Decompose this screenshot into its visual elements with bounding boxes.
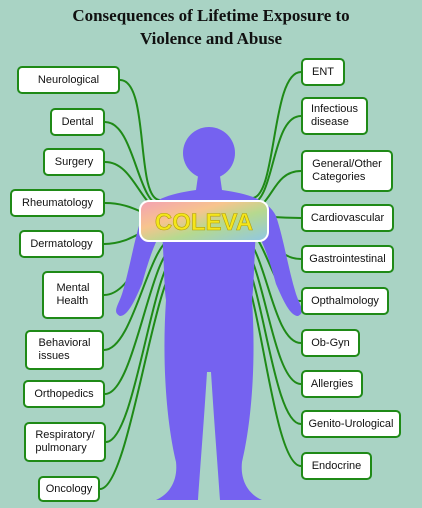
figure-body: [116, 176, 302, 500]
category-box-oncology: Oncology: [38, 476, 100, 502]
title-line-1: Consequences of Lifetime Exposure to: [72, 6, 350, 25]
category-box-surgery: Surgery: [43, 148, 105, 176]
category-box-ob-gyn: Ob-Gyn: [301, 329, 360, 357]
category-box-dermatology: Dermatology: [19, 230, 104, 258]
category-box-genito-urological: Genito-Urological: [301, 410, 401, 438]
category-box-endocrine: Endocrine: [301, 452, 372, 480]
coleva-label: COLEVA: [155, 209, 253, 236]
title-line-2: Violence and Abuse: [139, 29, 282, 48]
right-connector-1: [251, 71, 302, 199]
category-box-respiratory-pulmonary: Respiratory/pulmonary: [24, 422, 106, 462]
category-box-orthopedics: Orthopedics: [23, 380, 105, 408]
category-box-neurological: Neurological: [17, 66, 120, 94]
category-box-cardiovascular: Cardiovascular: [301, 204, 394, 232]
category-box-allergies: Allergies: [301, 370, 363, 398]
left-connector-1: [119, 79, 161, 201]
human-figure: [116, 127, 302, 500]
category-box-dental: Dental: [50, 108, 105, 136]
category-box-opthalmology: Opthalmology: [301, 287, 389, 315]
category-box-ent: ENT: [301, 58, 345, 86]
figure-head: [183, 127, 235, 179]
category-box-gastrointestinal: Gastrointestinal: [301, 245, 394, 273]
category-box-rheumatology: Rheumatology: [10, 189, 105, 217]
page-title: Consequences of Lifetime Exposure to Vio…: [0, 4, 422, 50]
coleva-label-box: [139, 200, 269, 242]
